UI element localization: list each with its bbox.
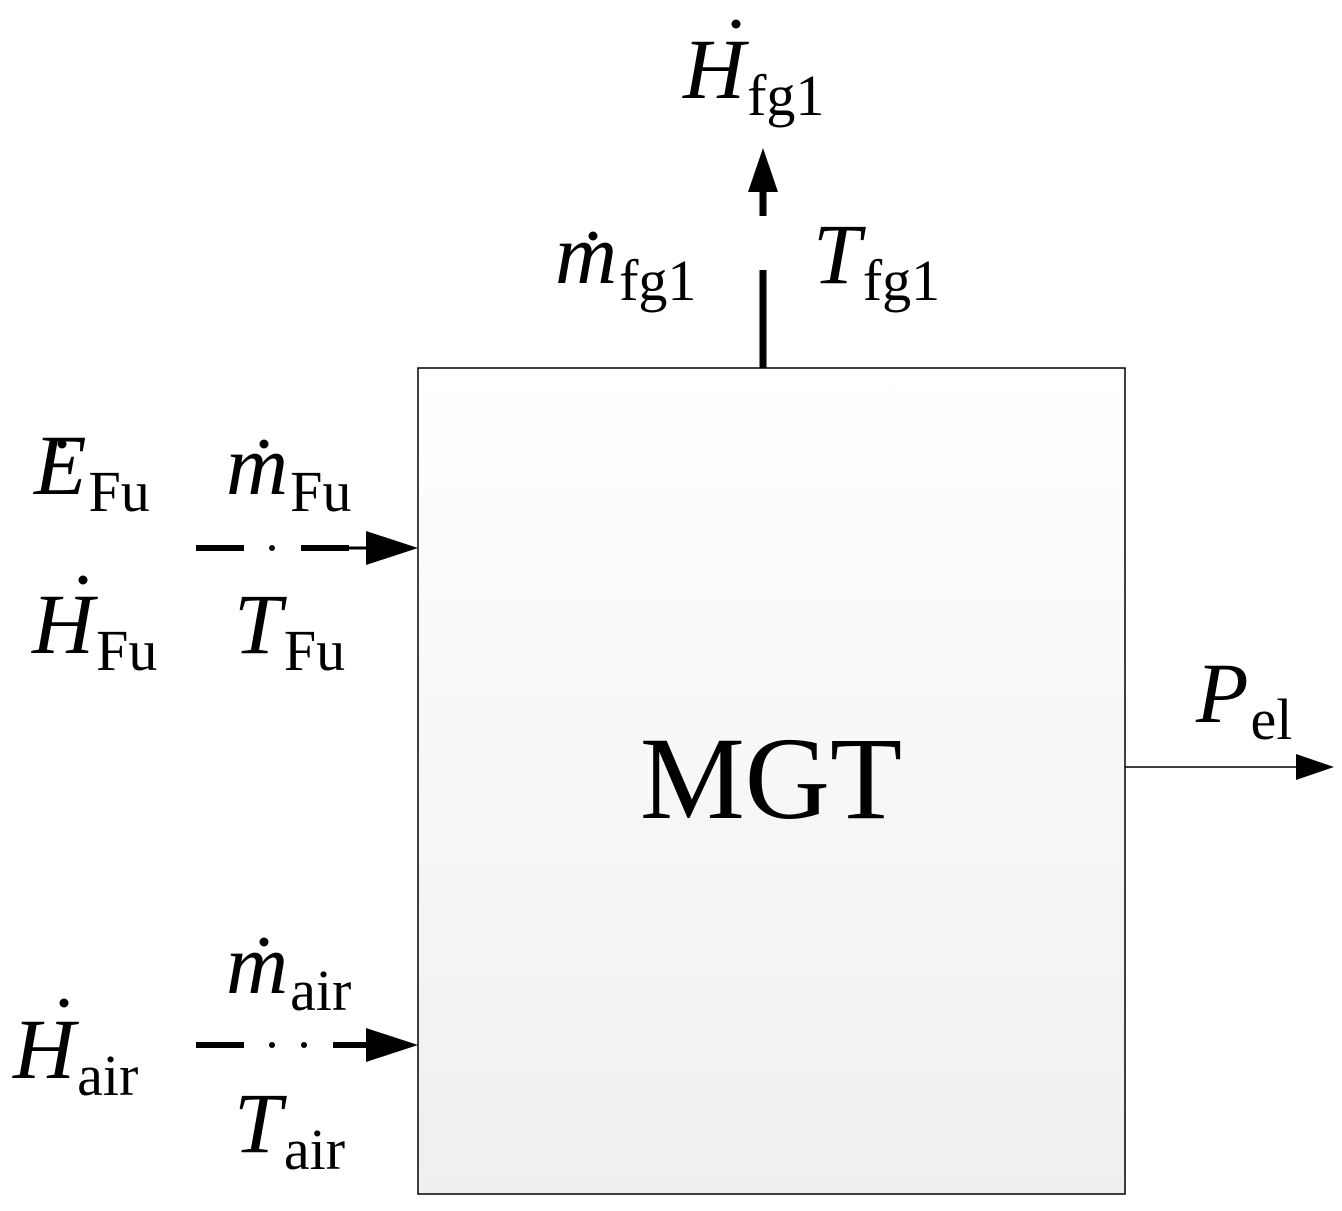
svg-text:TFu: TFu	[234, 576, 345, 683]
fuel-energy-label: EFu	[32, 417, 150, 524]
svg-text:Tair: Tair	[234, 1075, 345, 1182]
mgt-block	[417, 367, 1126, 1195]
svg-text:Hfg1: Hfg1	[682, 21, 824, 128]
fuel-temperature-label: TFu	[234, 576, 345, 683]
power-output-label: Pel	[1195, 645, 1292, 752]
exhaust-temperature-label: Tfg1	[813, 206, 940, 313]
svg-text:Hair: Hair	[12, 1001, 138, 1108]
svg-text:Tfg1: Tfg1	[813, 206, 940, 313]
exhaust-enthalpy-label: Hfg1	[682, 19, 824, 128]
air-flow-arrow	[196, 1028, 418, 1062]
svg-text:EFu: EFu	[32, 417, 150, 524]
svg-text:mFu: mFu	[226, 417, 351, 524]
air-mass-flow-label: mair	[226, 916, 351, 1023]
fuel-mass-flow-label: mFu	[226, 417, 351, 524]
mgt-block-label: MGT	[640, 713, 902, 844]
exhaust-flow-arrow	[748, 148, 778, 368]
fuel-flow-arrow	[196, 531, 418, 565]
fuel-enthalpy-label: HFu	[31, 575, 157, 683]
svg-text:Pel: Pel	[1195, 645, 1292, 752]
svg-text:HFu: HFu	[31, 576, 157, 683]
exhaust-mass-flow-label: mfg1	[555, 206, 696, 313]
power-output-arrow	[1125, 754, 1334, 780]
svg-text:mfg1: mfg1	[555, 206, 696, 313]
air-enthalpy-label: Hair	[12, 998, 138, 1108]
air-temperature-label: Tair	[234, 1075, 345, 1182]
svg-text:mair: mair	[226, 916, 351, 1023]
